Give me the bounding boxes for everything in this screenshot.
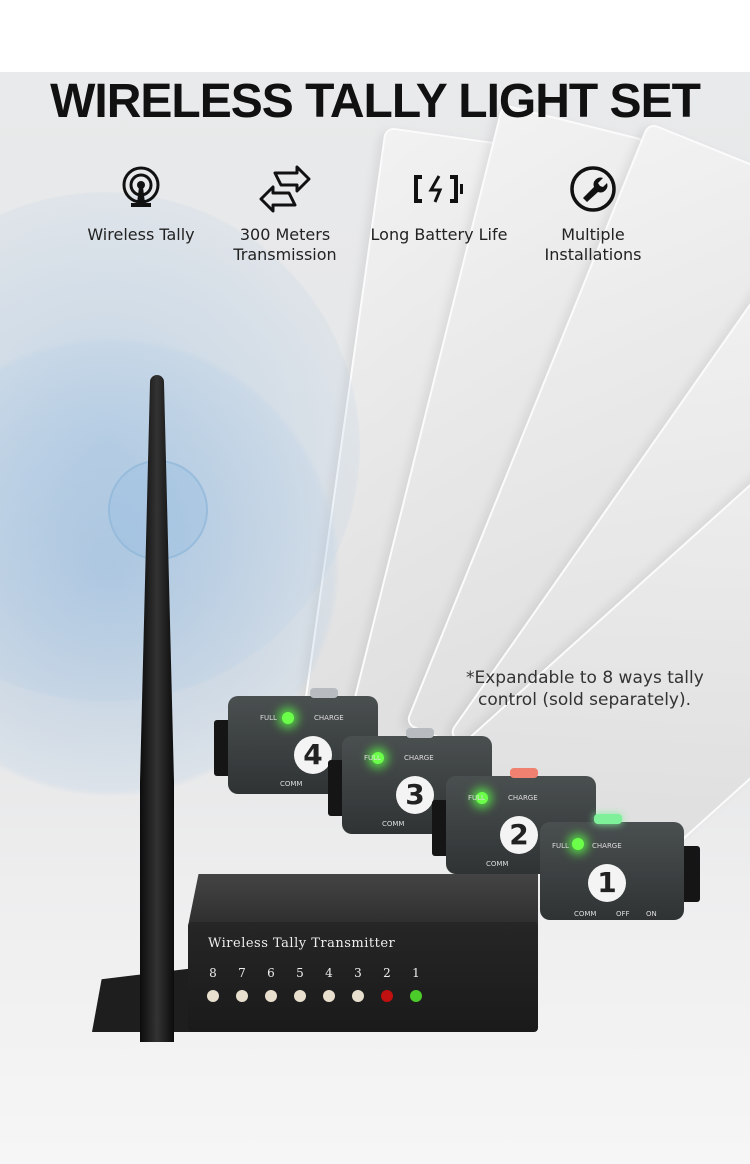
- wrench-icon: [570, 166, 616, 212]
- full-label: FULL: [364, 754, 381, 762]
- feature-label-line2: Transmission: [233, 245, 337, 264]
- expandable-note: *Expandable to 8 ways tally control (sol…: [466, 667, 704, 711]
- tally-button: [510, 768, 538, 778]
- full-label: FULL: [468, 794, 485, 802]
- strap: [680, 846, 700, 902]
- feature-label-line1: 300 Meters: [239, 225, 331, 244]
- channel-led: [207, 990, 219, 1002]
- channel-led: [410, 990, 422, 1002]
- channel-number: 1: [412, 966, 420, 980]
- comm-label: COMM: [574, 910, 597, 918]
- feature-battery: Long Battery Life: [364, 165, 514, 245]
- off-label[interactable]: OFF: [616, 910, 630, 918]
- channel-led: [265, 990, 277, 1002]
- tally-button: [406, 728, 434, 738]
- tally-transmitter: Wireless Tally Transmitter 8 7 6 5 4 3 2 1: [92, 874, 538, 1034]
- charge-label: CHARGE: [314, 714, 344, 722]
- feature-wireless-tally: Wireless Tally: [66, 165, 216, 245]
- feature-label-line2: Installations: [544, 245, 642, 264]
- charge-label: CHARGE: [508, 794, 538, 802]
- comm-label: COMM: [382, 820, 405, 828]
- comm-label: COMM: [486, 860, 509, 868]
- receiver-number: 1: [588, 864, 626, 902]
- transmitter-label: Wireless Tally Transmitter: [208, 936, 396, 951]
- receiver-number: 2: [500, 816, 538, 854]
- channel-number: 6: [267, 966, 275, 980]
- tally-button: [594, 814, 622, 824]
- feature-label: Wireless Tally: [87, 225, 195, 244]
- channel-number: 8: [209, 966, 217, 980]
- feature-label: Long Battery Life: [370, 225, 508, 244]
- channel-number: 3: [354, 966, 362, 980]
- on-label[interactable]: ON: [646, 910, 657, 918]
- tally-receiver-1: FULL CHARGE 1 COMM OFF ON: [510, 814, 710, 922]
- channel-led: [236, 990, 248, 1002]
- note-line2: control (sold separately).: [478, 690, 692, 710]
- full-led: [282, 712, 294, 724]
- receiver-number: 4: [294, 736, 332, 774]
- tally-button: [310, 688, 338, 698]
- full-led: [572, 838, 584, 850]
- full-label: FULL: [552, 842, 569, 850]
- channel-number: 2: [383, 966, 391, 980]
- receiver-number: 3: [396, 776, 434, 814]
- channel-led: [381, 990, 393, 1002]
- channel-led: [294, 990, 306, 1002]
- antenna: [140, 375, 174, 1042]
- channel-number: 4: [325, 966, 333, 980]
- channel-led: [323, 990, 335, 1002]
- channel-number: 5: [296, 966, 304, 980]
- full-label: FULL: [260, 714, 277, 722]
- note-line1: *Expandable to 8 ways tally: [466, 668, 704, 688]
- broadcast-antenna-icon: [122, 166, 160, 207]
- feature-label-line1: Multiple: [561, 225, 625, 244]
- battery-charge-icon: [414, 175, 463, 203]
- channel-number: 7: [238, 966, 246, 980]
- transmitter-top: [188, 874, 538, 926]
- feature-transmission: 300 Meters Transmission: [210, 165, 360, 265]
- full-led: [372, 752, 384, 764]
- transmitter-body: [188, 922, 538, 1032]
- charge-label: CHARGE: [592, 842, 622, 850]
- feature-installations: Multiple Installations: [518, 165, 668, 265]
- comm-label: COMM: [280, 780, 303, 788]
- page-title: WIRELESS TALLY LIGHT SET: [50, 75, 701, 128]
- two-way-arrows-icon: [259, 165, 311, 213]
- channel-led: [352, 990, 364, 1002]
- charge-label: CHARGE: [404, 754, 434, 762]
- full-led: [476, 792, 488, 804]
